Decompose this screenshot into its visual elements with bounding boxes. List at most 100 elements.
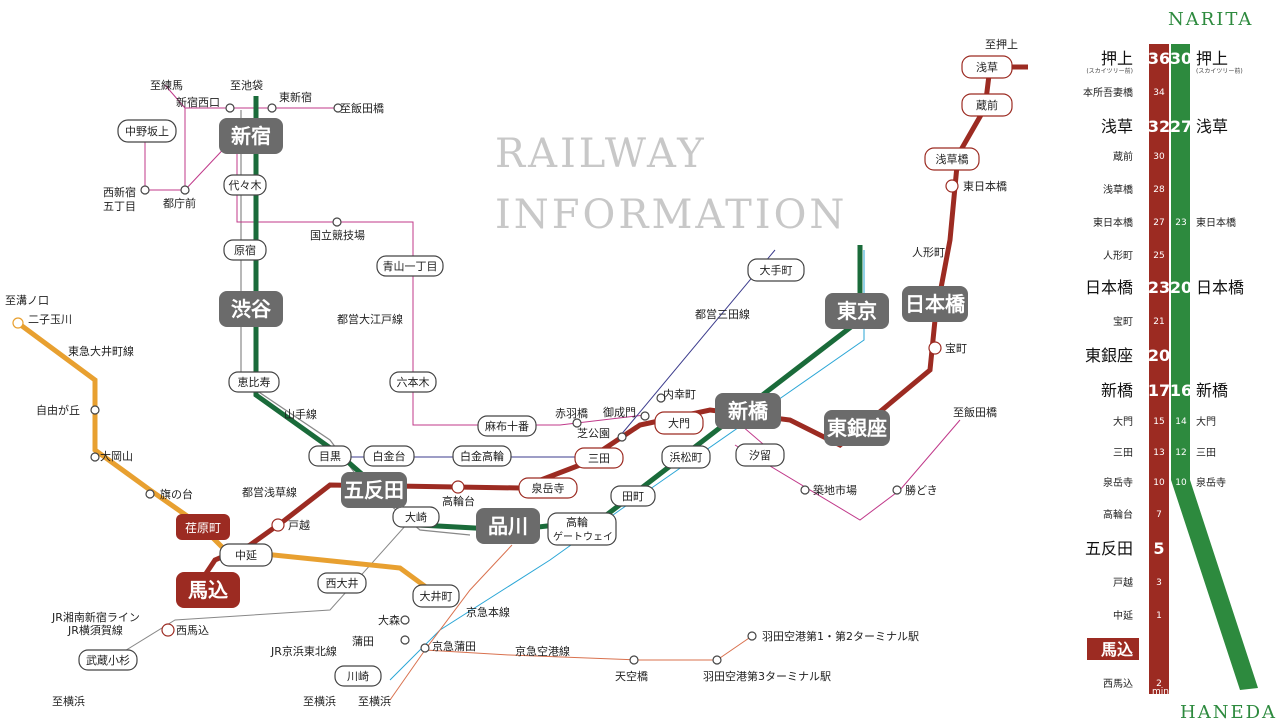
station-tokyo: 東京 xyxy=(837,299,877,323)
panel-right-label: 日本橋 xyxy=(1196,278,1244,297)
panel-left-minutes: 17 xyxy=(1148,381,1170,400)
panel-right-minutes: 30 xyxy=(1170,49,1192,68)
station-kuramae: 蔵前 xyxy=(976,98,998,112)
oimachi-line xyxy=(16,320,432,593)
station-tenkubashi: 天空橋 xyxy=(615,669,648,683)
panel-left-label: 五反田 xyxy=(1085,539,1133,558)
station-magome: 馬込 xyxy=(188,578,228,602)
station-to-yokohama-1: 至横浜 xyxy=(52,694,85,708)
station-tochomae: 都庁前 xyxy=(163,196,196,210)
panel-right-minutes: 14 xyxy=(1175,417,1187,427)
panel-left-minutes: 27 xyxy=(1153,218,1164,228)
panel-left-minutes: 23 xyxy=(1148,278,1170,297)
station-takanawa-gw-2: ゲートウェイ xyxy=(553,531,613,543)
panel-left-minutes: 21 xyxy=(1153,317,1164,327)
panel-left-label: 日本橋 xyxy=(1085,278,1133,297)
station-higashi-nihombashi: 東日本橋 xyxy=(963,179,1007,193)
station-musashikosugi: 武蔵小杉 xyxy=(86,653,130,667)
station-akabanebashi: 赤羽橋 xyxy=(555,406,588,420)
panel-left-label: 本所吾妻橋 xyxy=(1083,86,1133,99)
panel-left-minutes: 3 xyxy=(1156,578,1162,588)
station-omori: 大森 xyxy=(378,613,400,627)
panel-left-label: 浅草橋 xyxy=(1103,183,1133,196)
panel-right-label: 泉岳寺 xyxy=(1196,476,1226,489)
panel-left-label: 高輪台 xyxy=(1103,508,1133,521)
station-meguro: 目黒 xyxy=(319,450,341,463)
panel-left-minutes: 15 xyxy=(1153,417,1164,427)
ginza-line xyxy=(253,96,863,533)
station-roppongi: 六本木 xyxy=(397,375,430,389)
panel-left-minutes: 2 xyxy=(1156,679,1162,689)
station-shinjuku-nishiguchi: 新宿西口 xyxy=(176,95,220,109)
panel-left-label: 人形町 xyxy=(1103,250,1133,262)
station-to-iidabashi-2: 至飯田橋 xyxy=(953,405,997,419)
line-yamanote: 山手線 xyxy=(284,407,317,421)
map-title-line2: INFORMATION xyxy=(495,192,847,238)
station-haneda-3: 羽田空港第3ターミナル駅 xyxy=(703,669,831,683)
panel-left-minutes: 13 xyxy=(1153,448,1164,458)
panel-green-bar xyxy=(1171,44,1258,690)
panel-left-minutes: 30 xyxy=(1153,152,1165,162)
station-hamamatsucho: 浜松町 xyxy=(670,450,703,464)
station-ookayama: 大岡山 xyxy=(100,449,133,463)
line-mita: 都営三田線 xyxy=(695,307,750,321)
panel-left-label: 東銀座 xyxy=(1085,346,1133,365)
station-takanawadai: 高輪台 xyxy=(442,494,475,508)
station-tsukiji: 築地市場 xyxy=(813,483,857,497)
panel-left-label: 蔵前 xyxy=(1113,150,1133,163)
panel-left-sub: (スカイツリー前) xyxy=(1086,67,1133,75)
station-shinagawa: 品川 xyxy=(488,514,528,538)
station-onarimon: 御成門 xyxy=(603,405,636,419)
station-nihombashi: 日本橋 xyxy=(905,292,966,316)
station-nishi-shinjuku-5-a: 西新宿 xyxy=(103,185,136,199)
panel-magome-highlight xyxy=(1087,638,1139,660)
panel-left-label: 新橋 xyxy=(1101,381,1133,400)
station-kokuritsu: 国立競技場 xyxy=(310,228,365,242)
station-futako: 二子玉川 xyxy=(28,313,72,326)
station-keikyu-kamata: 京急蒲田 xyxy=(432,639,476,653)
panel-left-minutes: 32 xyxy=(1148,117,1170,136)
panel-left-minutes: 7 xyxy=(1156,510,1162,520)
panel-left-label: 宝町 xyxy=(1113,315,1133,328)
line-yokosuka: JR横須賀線 xyxy=(67,623,123,637)
station-to-oshiage: 至押上 xyxy=(985,37,1018,51)
station-harajuku: 原宿 xyxy=(234,243,256,257)
panel-left-label: 西馬込 xyxy=(1103,678,1133,690)
station-jiyugaoka: 自由が丘 xyxy=(36,403,80,417)
panel-left-label: 馬込 xyxy=(1101,640,1133,659)
station-haneda-12: 羽田空港第1・第2ターミナル駅 xyxy=(762,629,919,643)
station-labels: 中野坂上 代々木 原宿 青山一丁目 恵比寿 六本木 麻布十番 目黒 白金台 白金… xyxy=(5,37,1018,708)
panel-left-minutes: 1 xyxy=(1156,611,1162,621)
station-higashi-shinjuku: 東新宿 xyxy=(279,90,312,104)
station-daimon: 大門 xyxy=(668,416,690,430)
panel-left-minutes: 20 xyxy=(1148,346,1170,365)
panel-red-bar xyxy=(1149,44,1169,694)
panel-left-minutes: 25 xyxy=(1153,251,1164,261)
line-oedo: 都営大江戸線 xyxy=(337,312,403,326)
station-nakano-sakaue: 中野坂上 xyxy=(125,125,169,138)
panel-right-label: 大門 xyxy=(1196,415,1216,428)
station-nakanobu: 中延 xyxy=(235,549,257,562)
station-ebisu: 恵比寿 xyxy=(238,375,271,389)
station-nerima: 至練馬 xyxy=(150,78,183,92)
station-osaki: 大崎 xyxy=(405,510,427,524)
station-togoshi: 戸越 xyxy=(288,518,310,532)
panel-left-label: 三田 xyxy=(1113,448,1133,459)
panel-left-label: 泉岳寺 xyxy=(1103,476,1133,489)
station-takarecho: 宝町 xyxy=(945,341,967,355)
station-nishimagome: 西馬込 xyxy=(176,624,209,637)
line-keikyu-main: 京急本線 xyxy=(466,605,510,619)
panel-right-minutes: 10 xyxy=(1175,478,1187,488)
station-boxes xyxy=(78,55,1013,687)
line-keihin-tohoku: JR京浜東北線 xyxy=(270,644,337,658)
station-kawasaki: 川崎 xyxy=(347,669,369,683)
station-takanawa-gw-1: 高輪 xyxy=(566,515,588,529)
station-asakusabashi: 浅草橋 xyxy=(936,152,969,166)
station-yoyogi: 代々木 xyxy=(229,179,262,192)
station-to-yokohama-3: 至横浜 xyxy=(358,694,391,708)
panel-left-label: 浅草 xyxy=(1101,117,1133,136)
station-ikebukuro: 至池袋 xyxy=(230,78,263,92)
panel-right-minutes: 16 xyxy=(1170,381,1192,400)
station-otemachi: 大手町 xyxy=(760,263,793,277)
